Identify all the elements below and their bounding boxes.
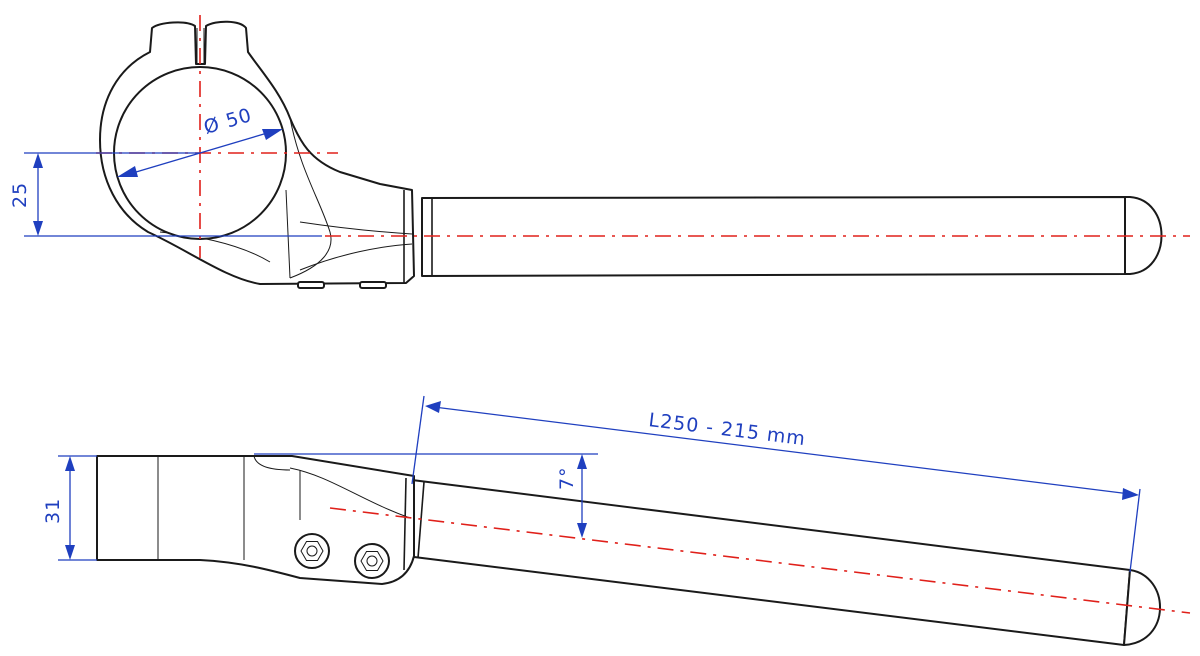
height-label: 31 (42, 498, 64, 524)
offset-label: 25 (9, 182, 31, 208)
height-dimension: 31 (42, 455, 97, 561)
bolt-left (294, 533, 330, 569)
offset-dimension: 25 (9, 152, 322, 237)
side-view-tube (405, 479, 1131, 646)
angle-label: 7° (556, 466, 578, 490)
top-view: Ø 50 25 (9, 15, 1190, 289)
angle-dimension: 7° (254, 453, 598, 538)
bolt-right (354, 543, 390, 579)
side-view: 31 7° L250 - 215 mm (42, 395, 1191, 646)
side-view-centerline (329, 507, 1191, 614)
side-view-end-cap (1123, 569, 1161, 646)
side-view-clamp-body (96, 455, 415, 585)
top-view-end-cap (1124, 196, 1163, 275)
